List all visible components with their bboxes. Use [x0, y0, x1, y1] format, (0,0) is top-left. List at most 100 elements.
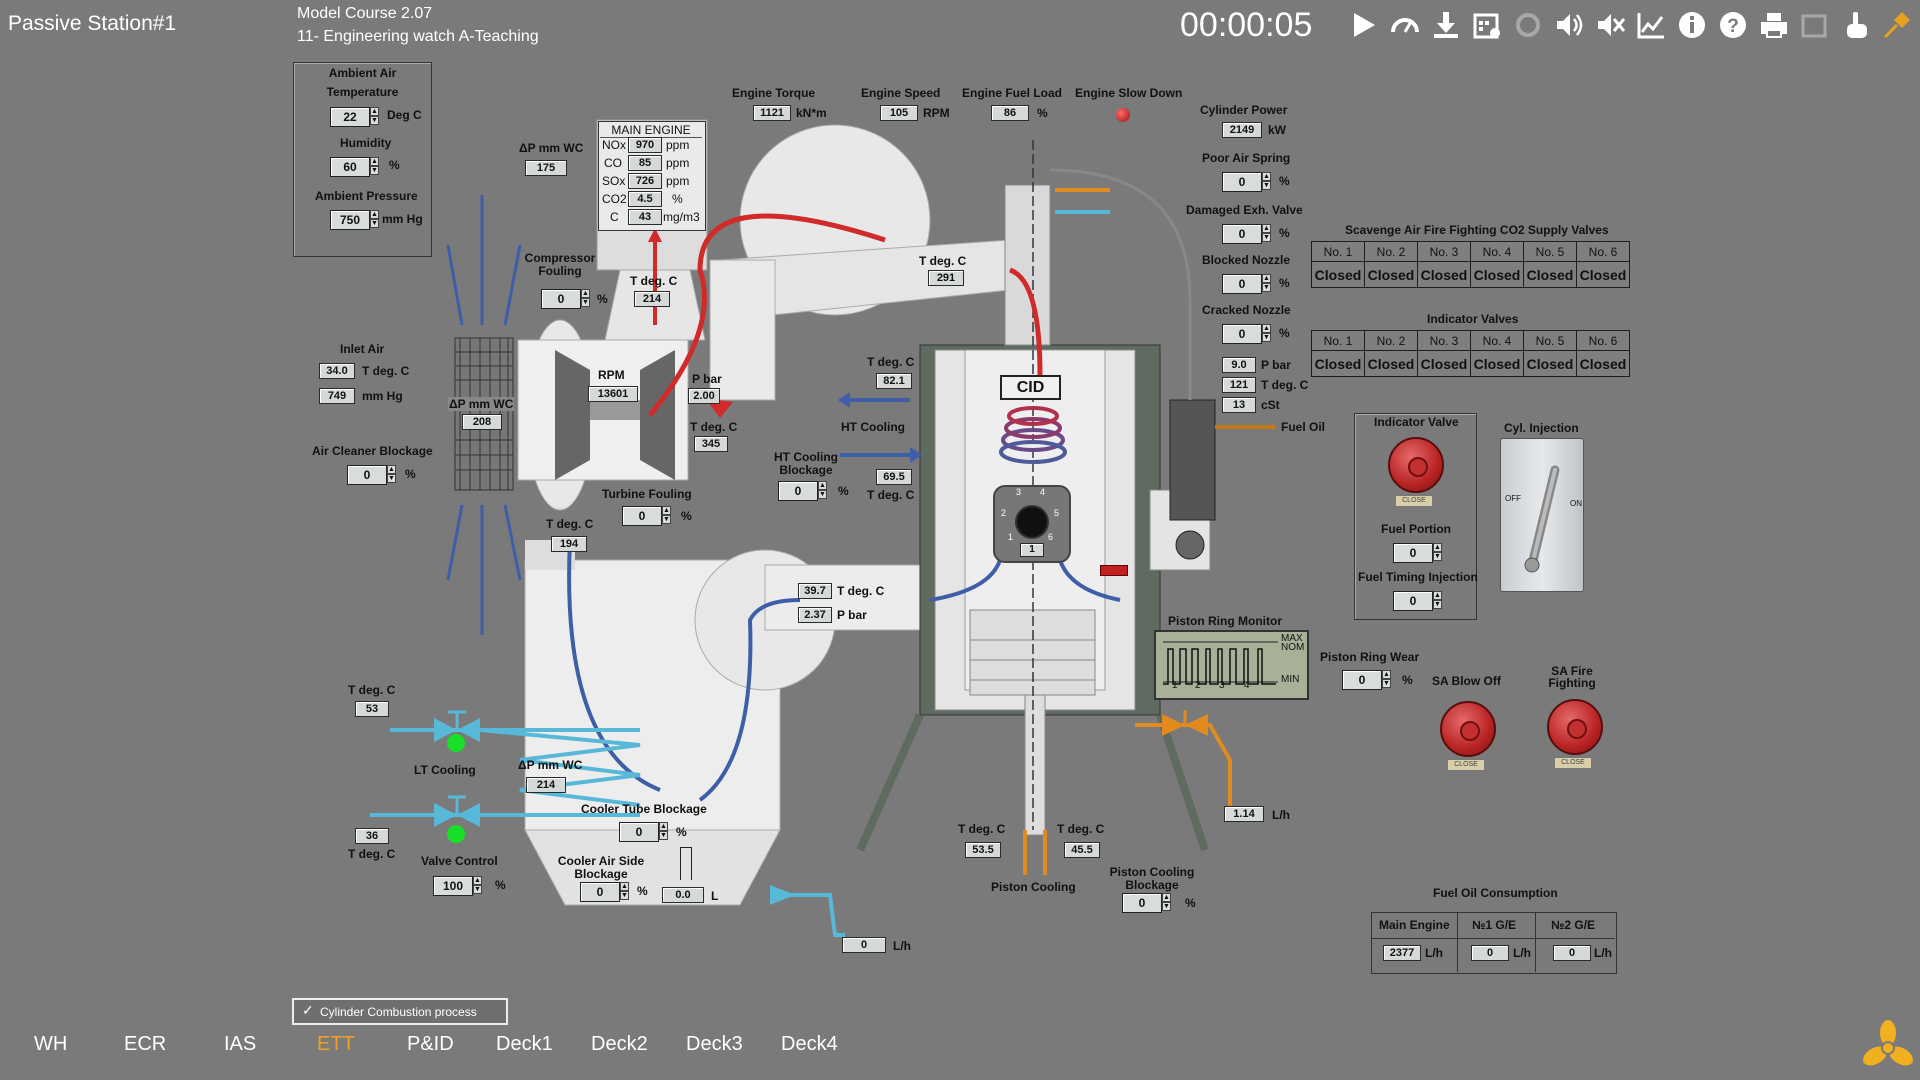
spin-down-icon[interactable]: ▼ [1262, 233, 1271, 242]
print-icon[interactable] [1759, 10, 1789, 40]
download-icon[interactable] [1431, 10, 1461, 40]
poor-air-value[interactable]: 0 [1222, 172, 1262, 192]
compressor-fouling-value[interactable]: 0 [541, 289, 581, 309]
cooler-tube-value[interactable]: 0 [619, 822, 659, 842]
ambient-temp-spinner[interactable]: 22 ▲▼ [330, 107, 382, 127]
tab-ias[interactable]: IAS [224, 1033, 257, 1055]
spin-up-icon[interactable]: ▲ [1433, 591, 1442, 600]
lt-valve-icon[interactable] [432, 710, 482, 750]
sa-blow-off-handwheel-icon[interactable] [1440, 701, 1496, 757]
cracked-nozzle-spinner[interactable]: 0 ▲▼ [1222, 324, 1274, 344]
sa-blow-off-close-button[interactable]: CLOSE [1447, 759, 1485, 771]
sa-fire-close-button[interactable]: CLOSE [1554, 757, 1592, 769]
spin-down-icon[interactable]: ▼ [1262, 181, 1271, 190]
air-cleaner-value[interactable]: 0 [347, 465, 387, 485]
cooler-air-value[interactable]: 0 [580, 882, 620, 902]
cyl-oil-valve-icon[interactable] [1160, 708, 1210, 742]
ambient-temp-value[interactable]: 22 [330, 107, 370, 127]
spin-down-icon[interactable]: ▼ [620, 891, 629, 900]
spin-down-icon[interactable]: ▼ [1382, 679, 1391, 688]
switch-lever-icon[interactable] [1520, 450, 1570, 580]
spin-down-icon[interactable]: ▼ [473, 885, 482, 894]
tab-deck1[interactable]: Deck1 [496, 1033, 553, 1055]
fuel-portion-spinner[interactable]: 0 ▲▼ [1393, 543, 1445, 563]
tab-deck2[interactable]: Deck2 [591, 1033, 648, 1055]
fuel-portion-value[interactable]: 0 [1393, 543, 1433, 563]
humidity-value[interactable]: 60 [330, 157, 370, 177]
dial-knob-icon[interactable] [1015, 505, 1049, 539]
volume-icon[interactable] [1554, 10, 1584, 40]
piston-blockage-spinner[interactable]: 0 ▲▼ [1122, 893, 1174, 913]
spin-down-icon[interactable]: ▼ [581, 298, 590, 307]
spin-up-icon[interactable]: ▲ [1262, 274, 1271, 283]
speed-icon[interactable] [1390, 10, 1420, 40]
spin-up-icon[interactable]: ▲ [370, 157, 379, 166]
tab-deck4[interactable]: Deck4 [781, 1033, 838, 1055]
spin-up-icon[interactable]: ▲ [1162, 893, 1171, 902]
cooler-air-spinner[interactable]: 0 ▲▼ [580, 882, 632, 902]
help-icon[interactable]: ? [1718, 10, 1748, 40]
tab-ett[interactable]: ETT [317, 1033, 355, 1055]
calendar-icon[interactable] [1472, 10, 1502, 40]
cid-button[interactable]: CID [1000, 375, 1061, 400]
spin-down-icon[interactable]: ▼ [1162, 902, 1171, 911]
compressor-fouling-spinner[interactable]: 0 ▲▼ [541, 289, 593, 309]
combustion-checkbox[interactable]: ✓ Cylinder Combustion process [292, 998, 508, 1025]
humidity-spinner[interactable]: 60 ▲▼ [330, 157, 382, 177]
play-icon[interactable] [1348, 10, 1378, 40]
spin-down-icon[interactable]: ▼ [659, 831, 668, 840]
exh-valve-spinner[interactable]: 0 ▲▼ [1222, 224, 1274, 244]
spin-down-icon[interactable]: ▼ [818, 490, 827, 499]
spin-up-icon[interactable]: ▲ [659, 822, 668, 831]
cracked-nozzle-value[interactable]: 0 [1222, 324, 1262, 344]
tab-deck3[interactable]: Deck3 [686, 1033, 743, 1055]
piston-blockage-value[interactable]: 0 [1122, 893, 1162, 913]
sa-fire-handwheel-icon[interactable] [1547, 699, 1603, 755]
spin-up-icon[interactable]: ▲ [1433, 543, 1442, 552]
blocked-nozzle-value[interactable]: 0 [1222, 274, 1262, 294]
ambient-pressure-value[interactable]: 750 [330, 210, 370, 230]
air-cleaner-spinner[interactable]: 0 ▲▼ [347, 465, 399, 485]
chart-icon[interactable] [1636, 10, 1666, 40]
exh-valve-value[interactable]: 0 [1222, 224, 1262, 244]
spin-down-icon[interactable]: ▼ [370, 219, 379, 228]
turbine-fouling-value[interactable]: 0 [622, 506, 662, 526]
spin-up-icon[interactable]: ▲ [818, 481, 827, 490]
spin-up-icon[interactable]: ▲ [1262, 224, 1271, 233]
valve-control-value[interactable]: 100 [433, 876, 473, 896]
ht-blockage-value[interactable]: 0 [778, 481, 818, 501]
spin-up-icon[interactable]: ▲ [473, 876, 482, 885]
poor-air-spinner[interactable]: 0 ▲▼ [1222, 172, 1274, 192]
tab-wh[interactable]: WH [34, 1033, 68, 1055]
spin-up-icon[interactable]: ▲ [1382, 670, 1391, 679]
tab-pid[interactable]: P&ID [407, 1033, 454, 1055]
spin-down-icon[interactable]: ▼ [370, 166, 379, 175]
spin-up-icon[interactable]: ▲ [370, 107, 379, 116]
spin-down-icon[interactable]: ▼ [1262, 283, 1271, 292]
info-icon[interactable] [1677, 10, 1707, 40]
ring-wear-spinner[interactable]: 0 ▲▼ [1342, 670, 1394, 690]
spin-down-icon[interactable]: ▼ [1433, 600, 1442, 609]
mute-icon[interactable] [1595, 10, 1626, 40]
valve-control-spinner[interactable]: 100 ▲▼ [433, 876, 485, 896]
tab-ecr[interactable]: ECR [124, 1033, 167, 1055]
lt-control-valve-icon[interactable] [432, 795, 482, 835]
spin-up-icon[interactable]: ▲ [1262, 324, 1271, 333]
spin-down-icon[interactable]: ▼ [370, 116, 379, 125]
spin-up-icon[interactable]: ▲ [370, 210, 379, 219]
indicator-valve-handwheel-icon[interactable] [1388, 437, 1444, 493]
turbine-fouling-spinner[interactable]: 0 ▲▼ [622, 506, 674, 526]
ht-blockage-spinner[interactable]: 0 ▲▼ [778, 481, 830, 501]
indicator-valve-close-button[interactable]: CLOSE [1395, 495, 1433, 507]
ambient-pressure-spinner[interactable]: 750 ▲▼ [330, 210, 382, 230]
hand-icon[interactable] [1841, 10, 1871, 40]
spin-down-icon[interactable]: ▼ [1262, 333, 1271, 342]
cooler-tube-spinner[interactable]: 0 ▲▼ [619, 822, 671, 842]
spin-up-icon[interactable]: ▲ [387, 465, 396, 474]
spin-down-icon[interactable]: ▼ [1433, 552, 1442, 561]
ring-wear-value[interactable]: 0 [1342, 670, 1382, 690]
spin-up-icon[interactable]: ▲ [620, 882, 629, 891]
spin-up-icon[interactable]: ▲ [581, 289, 590, 298]
spin-up-icon[interactable]: ▲ [662, 506, 671, 515]
spin-down-icon[interactable]: ▼ [662, 515, 671, 524]
